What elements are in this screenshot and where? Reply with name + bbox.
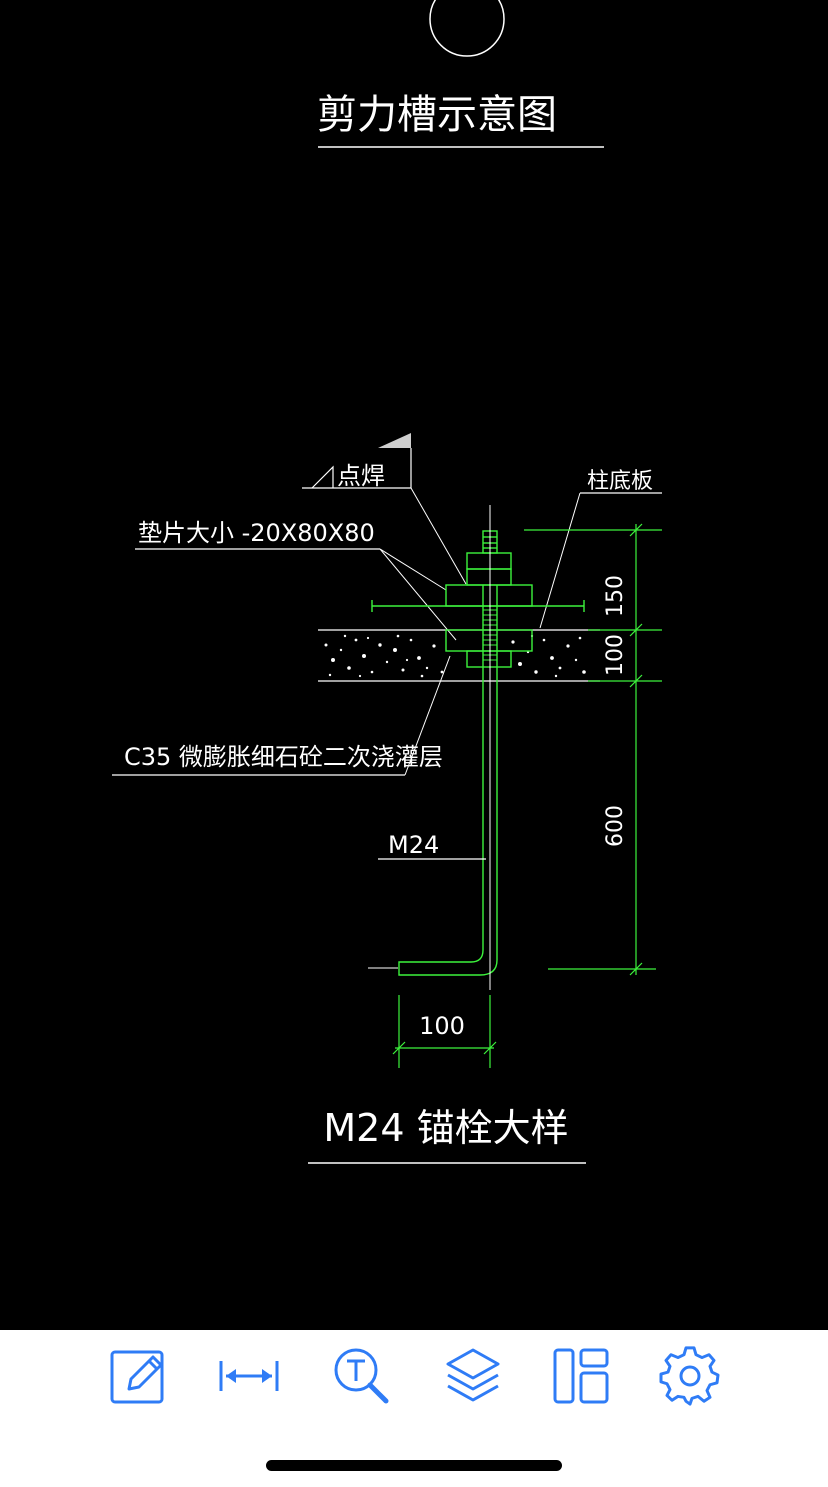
grout-pointer (404, 655, 451, 776)
dim-600: 600 (603, 805, 628, 847)
label-spot-weld: 点焊 (337, 462, 385, 490)
cad-drawing: 剪力槽示意图 点焊 柱底板 垫片大小 -20X80X80 C35 微膨胀细石砼二… (112, 0, 662, 1164)
horizontal-dimension (392, 995, 497, 1068)
home-indicator[interactable] (266, 1460, 562, 1471)
text-search-icon (334, 1348, 389, 1404)
settings-button[interactable] (658, 1344, 722, 1408)
cad-drawing-canvas[interactable]: 剪力槽示意图 点焊 柱底板 垫片大小 -20X80X80 C35 微膨胀细石砼二… (0, 0, 828, 1330)
layout-icon (553, 1348, 609, 1404)
label-bolt: M24 (388, 831, 439, 859)
layers-icon (446, 1348, 500, 1402)
base-plate-pointer (539, 492, 581, 629)
label-column-base-plate: 柱底板 (587, 469, 653, 494)
edit-icon (110, 1350, 164, 1404)
bottom-toolbar (0, 1330, 828, 1487)
edit-button[interactable] (106, 1344, 170, 1408)
label-washer-size: 垫片大小 -20X80X80 (138, 519, 375, 547)
grout-hatch (324, 634, 586, 678)
title-top: 剪力槽示意图 (317, 92, 557, 138)
text-search-button[interactable] (330, 1344, 394, 1408)
weld-flag (378, 433, 411, 448)
measure-icon (219, 1361, 279, 1391)
measure-button[interactable] (217, 1344, 281, 1408)
layout-button[interactable] (549, 1344, 613, 1408)
title-bottom: M24 锚栓大样 (323, 1106, 568, 1150)
dim-150: 150 (603, 575, 628, 617)
dim-100-horizontal: 100 (419, 1012, 465, 1040)
washer-pointer-2 (379, 548, 457, 641)
dim-100-vertical: 100 (603, 634, 628, 676)
settings-icon (659, 1346, 720, 1406)
weld-triangle (311, 465, 334, 489)
washer-pointer-1 (379, 548, 447, 591)
layers-button[interactable] (441, 1344, 505, 1408)
weld-pointer (410, 487, 467, 585)
label-grout-layer: C35 微膨胀细石砼二次浇灌层 (124, 743, 443, 771)
section-circle (429, 0, 505, 57)
vertical-dimension-chain (524, 523, 662, 976)
